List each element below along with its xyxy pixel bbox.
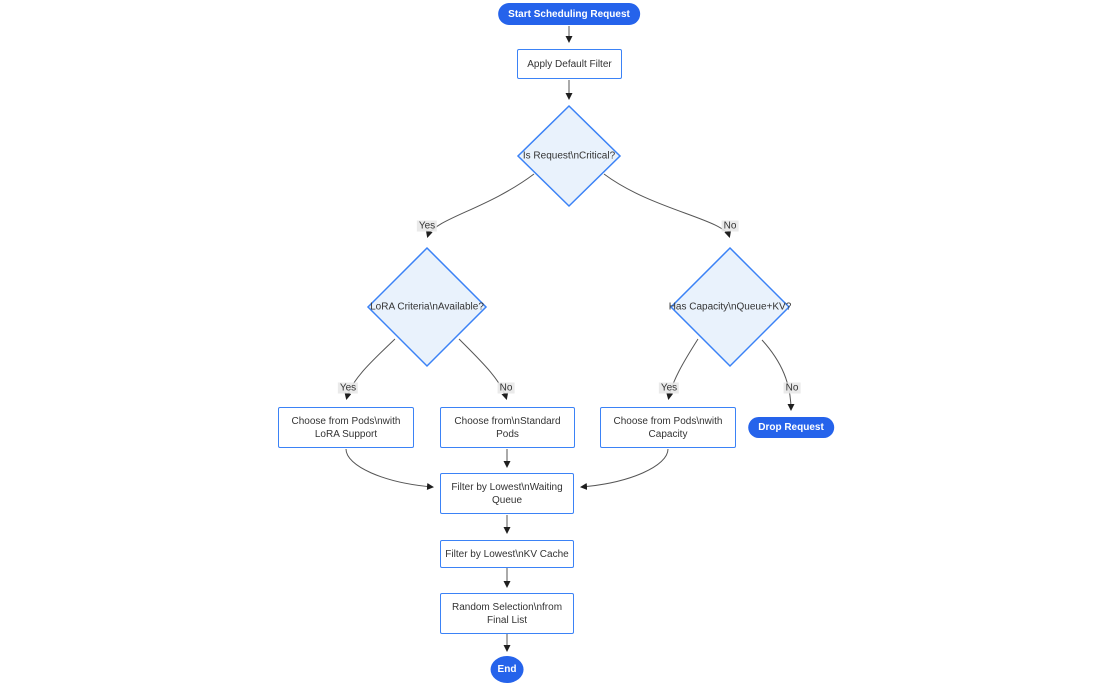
node-choose-standard-pods: Choose from\nStandard Pods [440, 407, 575, 448]
node-drop-request: Drop Request [748, 417, 834, 438]
edge-critical-no [603, 173, 732, 238]
edge-label-lora-no: No [497, 382, 515, 394]
edge-lora-yes [344, 338, 396, 400]
edge-lora-no [458, 338, 509, 400]
node-lora-criteria-label: LoRA Criteria\nAvailable? [370, 301, 484, 313]
node-filter-waiting-queue: Filter by Lowest\nWaiting Queue [440, 473, 574, 514]
edge-label-critical-yes: Yes [416, 220, 438, 232]
node-choose-lora-pods: Choose from Pods\nwith LoRA Support [278, 407, 414, 448]
edge-label-lora-yes: Yes [337, 382, 359, 394]
node-filter-kv-cache: Filter by Lowest\nKV Cache [440, 540, 574, 568]
edge-capacitypods-filter [580, 448, 669, 490]
node-has-capacity-label: Has Capacity\nQueue+KV? [668, 301, 792, 313]
edge-label-critical-no: No [721, 220, 739, 232]
edge-lorapods-filter [345, 448, 434, 490]
decision-is-critical-shape [516, 104, 622, 208]
node-is-critical-label: Is Request\nCritical? [522, 150, 616, 162]
node-start: Start Scheduling Request [498, 3, 640, 25]
decision-has-capacity-shape [669, 246, 791, 368]
edge-label-capacity-yes: Yes [658, 382, 680, 394]
edge-critical-yes [425, 173, 535, 238]
node-choose-capacity-pods: Choose from Pods\nwith Capacity [600, 407, 736, 448]
edge-label-capacity-no: No [783, 382, 801, 394]
node-apply-default-filter: Apply Default Filter [517, 49, 622, 79]
node-end: End [490, 656, 524, 683]
decision-lora-criteria-shape [366, 246, 488, 368]
edge-lines [344, 26, 795, 652]
node-random-selection: Random Selection\nfrom Final List [440, 593, 574, 634]
edge-capacity-no [761, 339, 795, 411]
edge-capacity-yes [666, 338, 699, 400]
